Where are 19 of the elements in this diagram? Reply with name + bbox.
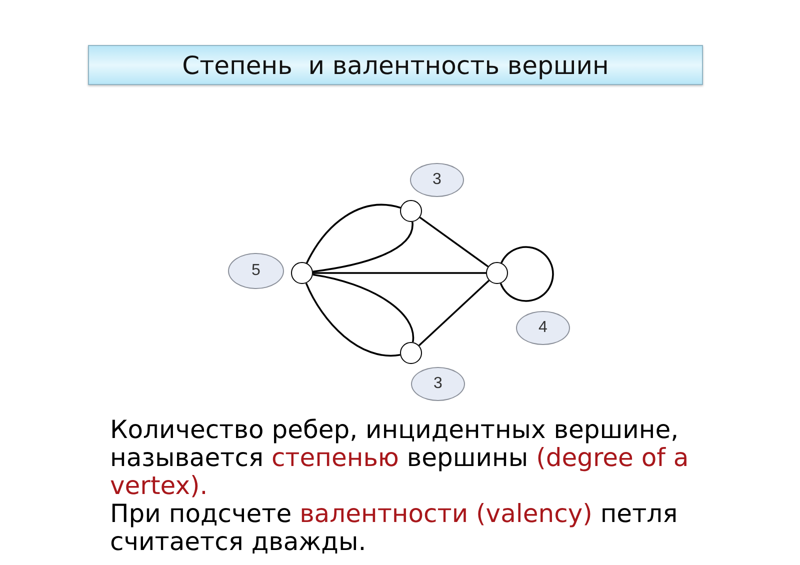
degree-ellipse: 3: [411, 367, 465, 401]
graph-edge: [312, 274, 414, 342]
graph-edge: [419, 216, 489, 268]
title-banner: Степень и валентность вершин: [88, 45, 703, 85]
graph-edge: [305, 282, 400, 357]
degree-ellipse: 4: [516, 311, 570, 345]
graph-vertex: [291, 262, 313, 284]
graph-vertex: [486, 262, 508, 284]
graph-edge: [312, 222, 414, 272]
loop-edge: [500, 246, 554, 302]
body-paragraph: При подсчете валентности (valency) петля считается дважды.: [110, 500, 679, 556]
graph-edge: [313, 272, 486, 274]
body-paragraph: Количество ребер, инцидентных вершине, называется степенью вершины (degree of a vertex).: [110, 416, 690, 500]
graph-vertex: [400, 200, 422, 222]
degree-ellipse: 5: [228, 253, 284, 289]
degree-ellipse: 3: [410, 163, 464, 197]
graph-vertex: [400, 342, 422, 364]
graph-edge: [418, 280, 490, 346]
graph-edge: [306, 204, 401, 264]
